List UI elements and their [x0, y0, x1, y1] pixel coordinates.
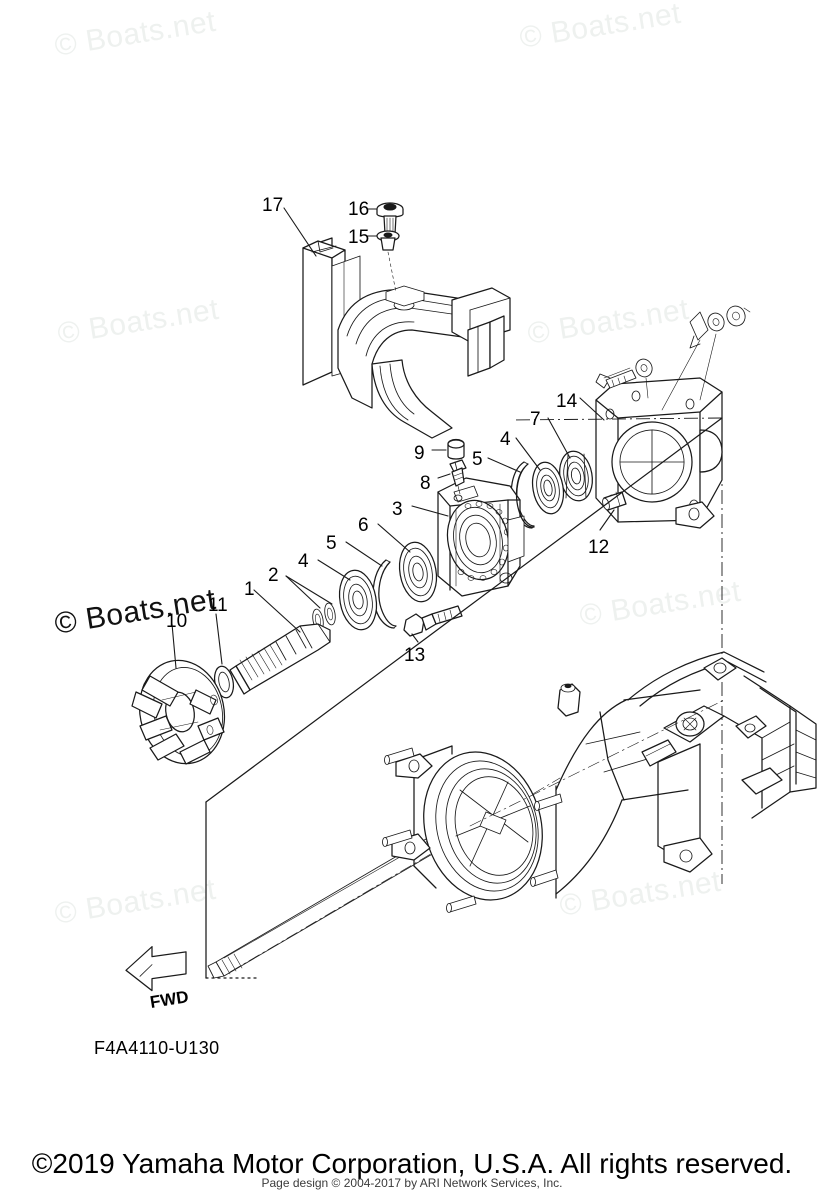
part-4-bearing-left [338, 569, 378, 631]
leader-17 [283, 207, 317, 257]
callout-number-15: 15 [348, 227, 370, 248]
leader-4-right [515, 437, 541, 471]
part-13-bolt [403, 605, 463, 643]
part-14-bearing-housing [595, 377, 723, 529]
leader-6 [377, 523, 411, 553]
part-6-ball-bearing [398, 541, 438, 603]
leader-7 [547, 417, 571, 459]
part-17-intake-duct [302, 237, 511, 439]
callout-number-4: 4 [500, 429, 511, 450]
callout-number-8: 8 [420, 473, 431, 494]
housing-bolt [595, 358, 653, 399]
part-16-bolt [367, 202, 404, 235]
part-15-washer [367, 230, 400, 293]
part-5-circlip-right [515, 467, 535, 528]
callout-number-13: 13 [404, 645, 426, 666]
callout-number-14: 14 [556, 391, 578, 412]
part-1-drive-shaft [229, 589, 331, 695]
callout-number-7: 7 [530, 409, 541, 430]
callout-number-11: 11 [208, 595, 228, 616]
part-10-impeller [131, 623, 226, 765]
part-7-oil-seal [559, 450, 593, 502]
callout-number-1: 1 [244, 579, 255, 600]
leader-12 [599, 509, 615, 531]
callout-number-16: 16 [348, 199, 370, 220]
page-design-credit: Page design © 2004-2017 by ARI Network S… [261, 1176, 563, 1190]
callout-number-9: 9 [414, 443, 425, 464]
callout-number-2: 2 [268, 565, 279, 586]
diagram-id-label: F4A4110-U130 [94, 1038, 220, 1058]
fwd-direction-marker: FWD [125, 946, 190, 1012]
callout-number-10: 10 [166, 611, 188, 632]
part-2-orings [285, 575, 336, 632]
leader-5-right [487, 457, 521, 473]
callout-number-5: 5 [472, 449, 483, 470]
copyright-notice: ©2019 Yamaha Motor Corporation, U.S.A. A… [31, 1148, 793, 1179]
part-8-grease-nipple [437, 459, 467, 495]
part-4-bearing-right [531, 461, 565, 515]
callout-number-5: 5 [326, 533, 337, 554]
callout-number-6: 6 [358, 515, 369, 536]
part-5-circlip-left [372, 559, 397, 629]
part-3-bearing-housing [437, 477, 525, 597]
leader-4-left [317, 559, 351, 581]
jet-pump-assembly [207, 651, 817, 979]
leader-5-left [345, 541, 383, 567]
part-9-cap [431, 438, 465, 460]
assembly-frame [205, 417, 723, 979]
leader-14 [579, 397, 605, 421]
callout-number-4: 4 [298, 551, 309, 572]
callout-number-17: 17 [262, 195, 284, 216]
fwd-label: FWD [149, 987, 190, 1012]
leader-3 [411, 505, 449, 517]
callout-number-3: 3 [392, 499, 403, 520]
callout-number-12: 12 [588, 537, 610, 558]
small-fasteners-upper-right [661, 305, 751, 411]
